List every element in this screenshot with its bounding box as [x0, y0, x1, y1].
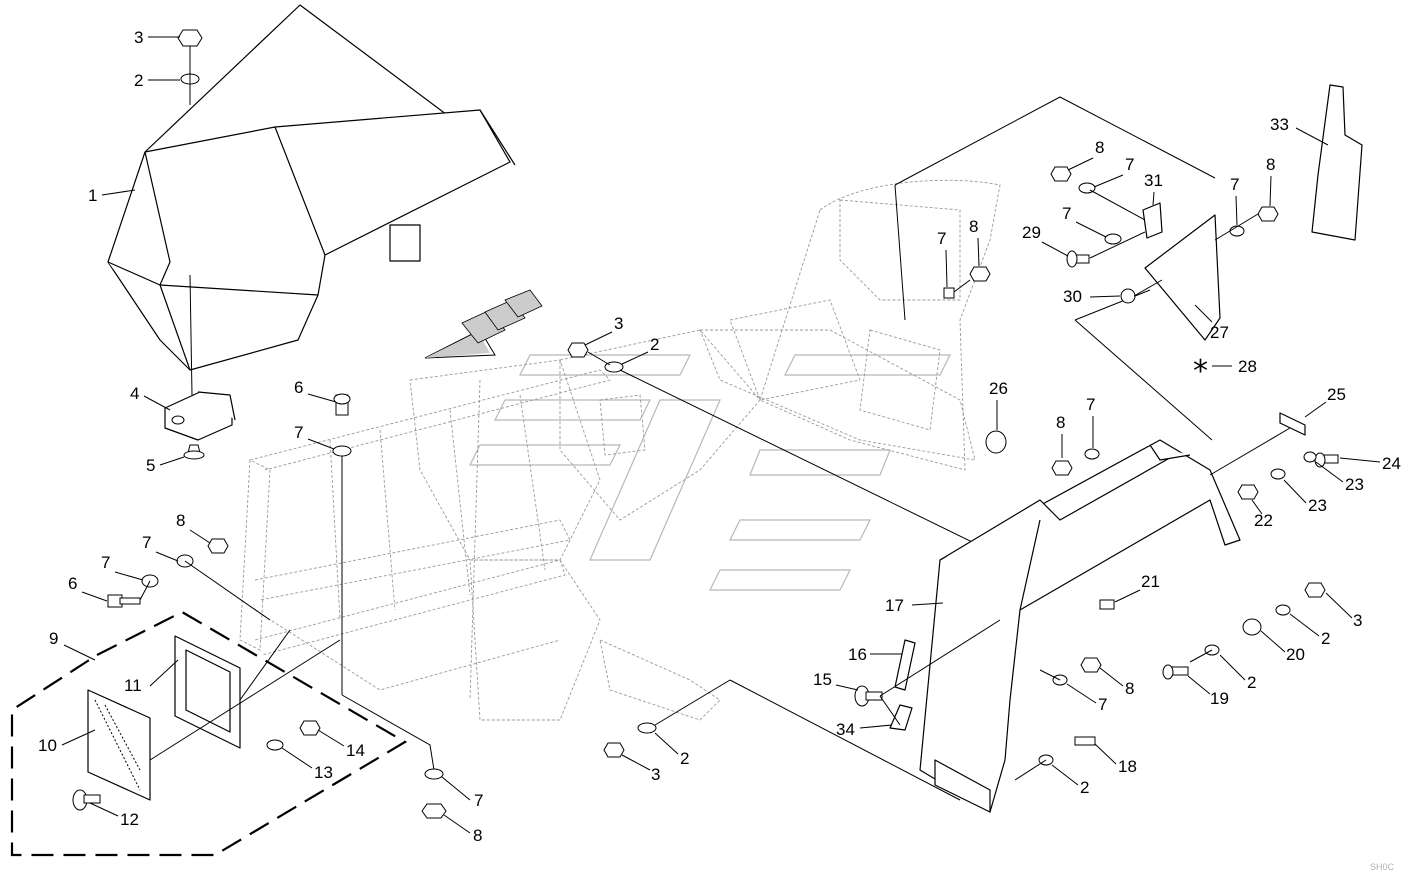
label-23-a: 23	[1345, 475, 1364, 494]
bracket-sheet-outline	[894, 96, 1216, 441]
decal-strip-part-33	[1311, 84, 1363, 241]
label-7-fender-low: 7	[1098, 695, 1107, 714]
label-33: 33	[1270, 115, 1289, 134]
reflector-part-10	[87, 689, 151, 801]
label-7-lower: 7	[474, 791, 483, 810]
label-2: 2	[134, 71, 143, 90]
watermark-logo	[469, 354, 951, 591]
label-8-top: 8	[1095, 138, 1104, 157]
label-4: 4	[130, 384, 139, 403]
label-15: 15	[813, 670, 832, 689]
hood-top-fasteners	[177, 29, 203, 105]
mudguard-bracket-parts	[1050, 166, 1279, 341]
clip-parts-15-16-34	[854, 619, 1001, 731]
label-14: 14	[346, 741, 365, 760]
label-22: 22	[1254, 511, 1273, 530]
star-symbol: *	[1193, 354, 1208, 389]
label-2-right-b: 2	[1247, 673, 1256, 692]
label-26: 26	[989, 379, 1008, 398]
label-23-b: 23	[1308, 496, 1327, 515]
hood-cover-part-1	[107, 4, 516, 371]
plate-part-27	[1144, 214, 1221, 341]
bracket-part-31	[1142, 202, 1163, 239]
label-7-right: 7	[1230, 175, 1239, 194]
label-8-lower: 8	[473, 826, 482, 845]
label-2-center: 2	[650, 335, 659, 354]
label-7-mid: 7	[937, 229, 946, 248]
callout-labels: 3 2 1 4 5 6 7 8 7 7 6 9 11 10 12 13 14 7…	[38, 28, 1401, 845]
forward-arrow-icon	[424, 289, 543, 359]
label-12: 12	[120, 810, 139, 829]
label-11: 11	[124, 676, 142, 695]
label-3: 3	[134, 28, 143, 47]
label-29: 29	[1022, 223, 1041, 242]
footer-code: SH0C	[1370, 862, 1395, 872]
label-2-right-a: 2	[1321, 629, 1330, 648]
chassis-frame-outline	[409, 179, 1001, 721]
ring-part-26	[985, 430, 1007, 454]
label-7-left-b: 7	[101, 553, 110, 572]
label-7-top-a: 7	[1125, 155, 1134, 174]
label-20: 20	[1286, 645, 1305, 664]
label-8-fender-low: 8	[1125, 679, 1134, 698]
label-17: 17	[885, 596, 904, 615]
fender-part-17	[919, 439, 1241, 813]
label-10: 10	[38, 736, 57, 755]
label-9: 9	[49, 629, 58, 648]
label-24: 24	[1382, 454, 1401, 473]
label-7-fender: 7	[1086, 395, 1095, 414]
bolt-6-washer-7-stack	[332, 393, 447, 819]
label-18: 18	[1118, 757, 1137, 776]
label-6-left: 6	[68, 574, 77, 593]
hood-bracket-plate	[389, 224, 421, 262]
label-2-fender-low: 2	[1080, 778, 1089, 797]
left-bumper-fasteners	[107, 538, 271, 621]
label-7-top-b: 7	[1062, 204, 1071, 223]
label-31: 31	[1144, 171, 1163, 190]
lower-right-fasteners	[1014, 582, 1326, 781]
lower-center-fasteners	[603, 679, 961, 801]
label-1: 1	[88, 186, 97, 205]
label-8-mid: 8	[969, 217, 978, 236]
label-6-upper: 6	[294, 378, 303, 397]
label-25: 25	[1327, 385, 1346, 404]
label-8-right: 8	[1266, 155, 1275, 174]
label-8-left: 8	[176, 511, 185, 530]
reflector-kit-parts	[72, 629, 341, 811]
label-27: 27	[1210, 323, 1229, 342]
label-3-bottom: 3	[651, 765, 660, 784]
label-21: 21	[1141, 572, 1160, 591]
label-30: 30	[1063, 287, 1082, 306]
label-16: 16	[848, 645, 867, 664]
latch-bracket-part-4	[164, 274, 236, 460]
label-34: 34	[836, 720, 855, 739]
label-28: 28	[1238, 357, 1257, 376]
label-7-left-a: 7	[142, 533, 151, 552]
label-3-center: 3	[614, 314, 623, 333]
label-2-bottom: 2	[680, 749, 689, 768]
label-3-right: 3	[1353, 611, 1362, 630]
label-5: 5	[146, 456, 155, 475]
label-19: 19	[1210, 689, 1229, 708]
label-7-upper: 7	[294, 423, 303, 442]
right-fender-fasteners	[1209, 412, 1339, 500]
handrail-guard	[239, 369, 611, 691]
label-13: 13	[314, 763, 333, 782]
label-8-fender: 8	[1056, 413, 1065, 432]
